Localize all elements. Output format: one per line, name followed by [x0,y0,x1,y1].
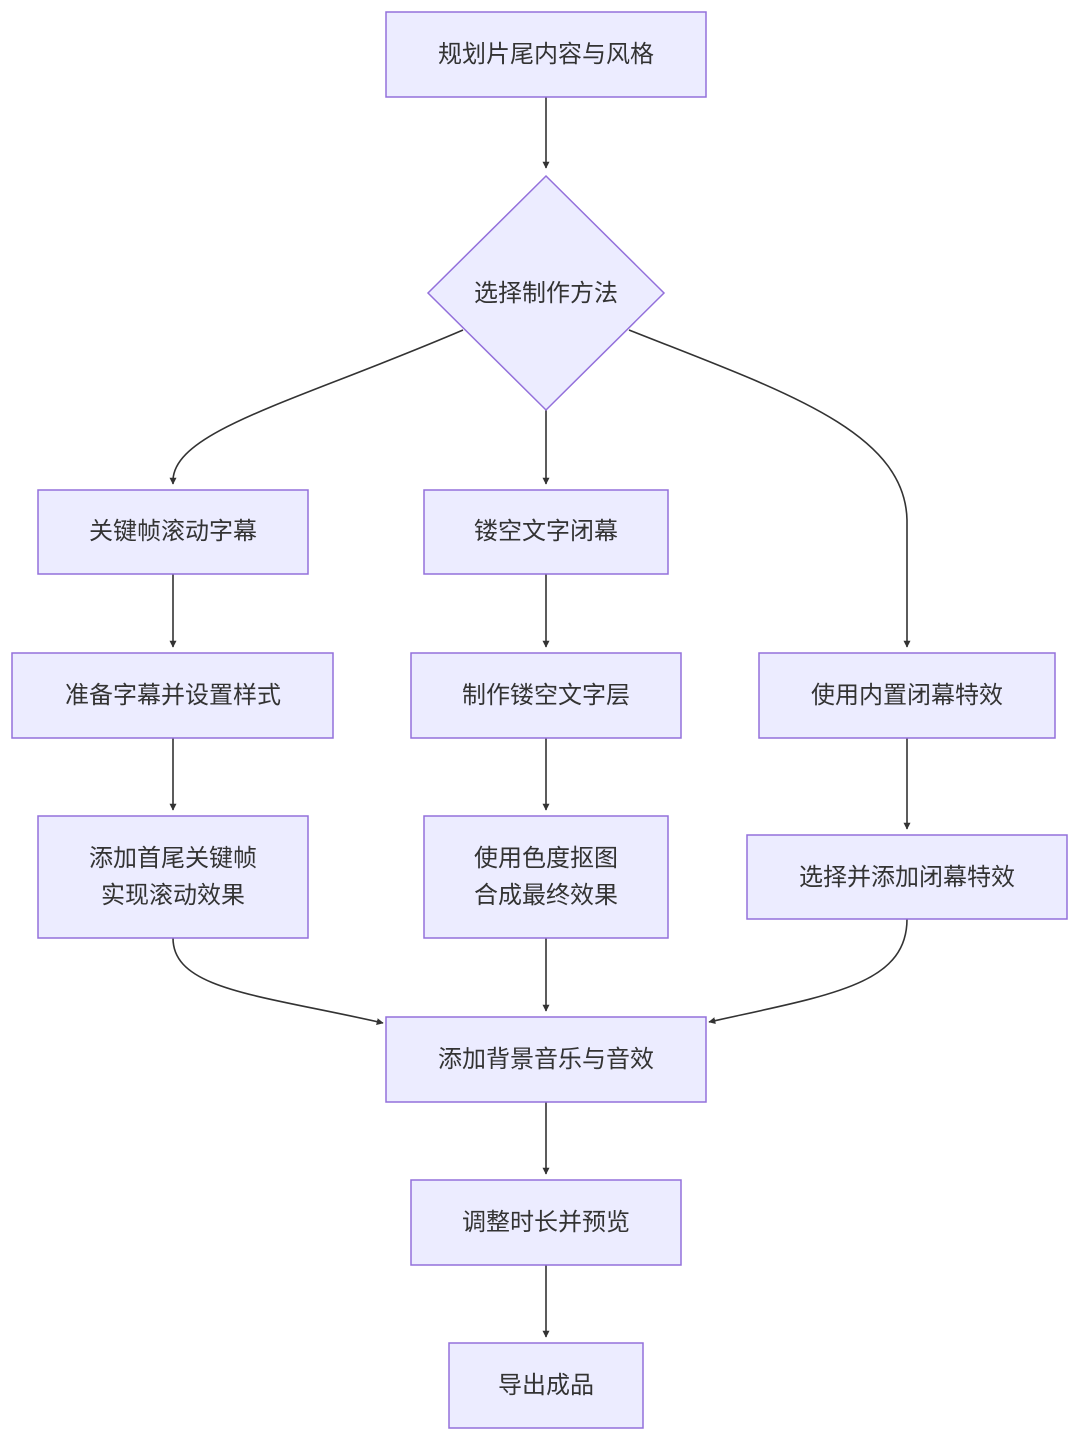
node-chroma-key: 使用色度抠图 合成最终效果 [423,815,669,939]
node-add-keyframes-line1: 添加首尾关键帧 [89,844,257,872]
node-export-label: 导出成品 [498,1371,594,1399]
node-chroma-key-line1: 使用色度抠图 [474,844,618,872]
node-adjust-preview: 调整时长并预览 [410,1179,682,1266]
edge-select-effect-to-audio [708,918,908,1025]
node-add-audio-label: 添加背景音乐与音效 [438,1045,654,1073]
node-hollow-text-label: 镂空文字闭幕 [474,517,618,545]
node-select-effect-label: 选择并添加闭幕特效 [799,863,1015,891]
node-select-effect: 选择并添加闭幕特效 [746,834,1068,920]
node-choose: 选择制作方法 [426,174,666,412]
node-plan: 规划片尾内容与风格 [385,11,707,98]
node-adjust-preview-label: 调整时长并预览 [462,1208,630,1236]
node-choose-label: 选择制作方法 [474,279,618,307]
node-keyframe-scroll-label: 关键帧滚动字幕 [89,517,257,545]
node-hollow-text: 镂空文字闭幕 [423,489,669,575]
node-chroma-key-line2: 合成最终效果 [474,881,618,909]
node-make-hollow-layer-label: 制作镂空文字层 [462,681,630,709]
node-prepare-subtitles-label: 准备字幕并设置样式 [65,681,281,709]
node-make-hollow-layer: 制作镂空文字层 [410,652,682,739]
node-add-audio: 添加背景音乐与音效 [385,1016,707,1103]
node-builtin-effect: 使用内置闭幕特效 [758,652,1056,739]
edge-add-keyframes-to-audio [172,937,384,1026]
node-add-keyframes: 添加首尾关键帧 实现滚动效果 [37,815,309,939]
edges [169,97,911,1338]
node-keyframe-scroll: 关键帧滚动字幕 [37,489,309,575]
node-prepare-subtitles: 准备字幕并设置样式 [11,652,334,739]
node-builtin-effect-label: 使用内置闭幕特效 [811,681,1003,709]
node-export: 导出成品 [448,1342,644,1429]
edge-choose-to-keyframe-scroll [169,329,464,485]
node-add-keyframes-line2: 实现滚动效果 [101,881,245,909]
edge-choose-to-builtin-effect [628,329,911,648]
node-plan-label: 规划片尾内容与风格 [438,40,654,68]
